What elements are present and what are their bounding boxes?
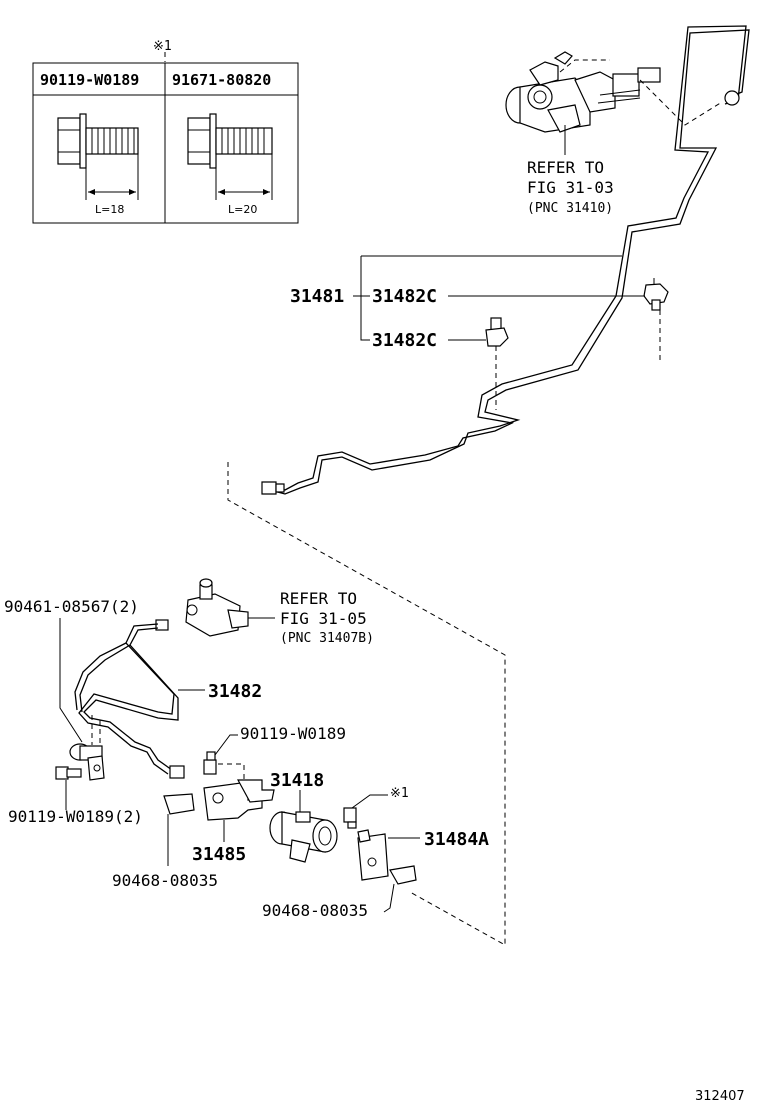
bolt-icon: [55, 766, 82, 780]
refer-top-line2: FIG 31-03: [527, 178, 614, 197]
inset-part-col1: 90119-W0189: [40, 71, 139, 89]
inset-part-col2: 91671-80820: [172, 71, 271, 89]
clip-icon: [485, 317, 509, 347]
master-cylinder: [505, 51, 661, 133]
refer-top-line3: (PNC 31410): [527, 201, 613, 216]
brake-tube-31482: [74, 619, 185, 779]
bracket-31484a: [357, 829, 389, 881]
bolt-icon: [203, 751, 217, 775]
label-31482c-b: 31482C: [372, 330, 437, 351]
label-90119-w0189-2: 90119-W0189(2): [8, 807, 143, 826]
label-31482: 31482: [208, 681, 262, 702]
plate-90468-right: [389, 865, 417, 885]
inset-note-mark: ※1: [153, 39, 172, 54]
inset-table: ※1 90119-W0189 91671-80820 L=18: [32, 39, 299, 224]
release-cylinder: [269, 811, 338, 863]
inset-length-col2: L=20: [228, 203, 257, 216]
label-90119-w0189: 90119-W0189: [240, 724, 346, 743]
plate-90468-left: [163, 793, 195, 815]
label-90461: 90461-08567(2): [4, 597, 139, 616]
clip-icon: [643, 278, 669, 311]
figure-id: 312407: [695, 1089, 745, 1104]
label-90468-a: 90468-08035: [112, 871, 218, 890]
valve-body: [185, 578, 249, 637]
refer-mid-line2: FIG 31-05: [280, 609, 367, 628]
bolt-icon: [57, 113, 139, 169]
label-31482c-a: 31482C: [372, 286, 437, 307]
label-31484a: 31484A: [424, 829, 489, 850]
bolt-icon: [187, 113, 273, 169]
bracket-31485: [203, 779, 275, 821]
label-31485: 31485: [192, 844, 246, 865]
refer-top-line1: REFER TO: [527, 158, 604, 177]
inset-length-col1: L=18: [95, 203, 124, 216]
refer-mid-line3: (PNC 31407B): [280, 631, 374, 646]
label-31481: 31481: [290, 286, 344, 307]
union-fitting: [69, 743, 105, 781]
bolt-icon: [343, 807, 357, 829]
label-31418: 31418: [270, 770, 324, 791]
refer-mid-line1: REFER TO: [280, 589, 357, 608]
brake-tube-31481: [261, 25, 750, 495]
label-note-mark: ※1: [390, 786, 409, 801]
label-90468-b: 90468-08035: [262, 901, 368, 920]
